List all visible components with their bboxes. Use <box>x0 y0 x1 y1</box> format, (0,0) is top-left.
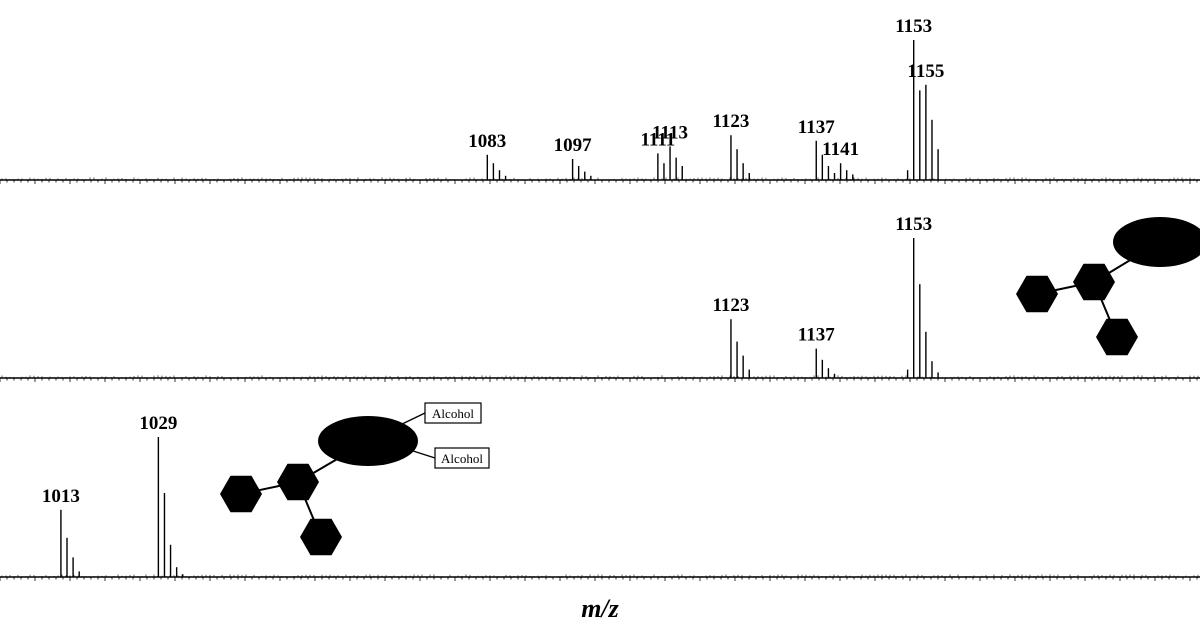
peak-label: 1113 <box>652 122 688 143</box>
alcohol-box <box>434 447 490 469</box>
core-ellipse <box>1113 217 1200 267</box>
alcohol-linker <box>409 449 436 459</box>
peak-label: 1137 <box>798 325 835 346</box>
peak-label: 1097 <box>554 135 593 156</box>
alcohol-box <box>424 402 482 424</box>
hexose-hexagon <box>220 475 262 513</box>
alcohol-label: Alcohol <box>441 451 483 466</box>
peak-label: 1123 <box>712 111 749 132</box>
peak-label: 1123 <box>712 295 749 316</box>
alcohol-label: Alcohol <box>432 406 474 421</box>
peak-label: 1153 <box>895 214 932 235</box>
hexose-hexagon <box>1016 275 1058 313</box>
spectrum-panel-middle: 1123 1137 1153 <box>0 214 1200 382</box>
peak-label: 1141 <box>822 139 859 160</box>
peak-label: 1083 <box>468 131 506 152</box>
peak-label: 1137 <box>798 117 835 138</box>
hexose-hexagon <box>277 463 319 501</box>
peak-label: 1155 <box>907 61 944 82</box>
hexose-hexagon <box>1096 318 1138 356</box>
hexose-hexagon <box>1073 263 1115 301</box>
spectrum-panel-bottom: 1013 1029 <box>0 413 1200 581</box>
core-ellipse <box>318 416 418 466</box>
peak-label: 1029 <box>139 413 177 434</box>
peak-label: 1153 <box>895 16 932 37</box>
peak-label: 1013 <box>42 486 80 507</box>
glycan-structure-middle <box>1016 217 1200 356</box>
hexose-hexagon <box>300 518 342 556</box>
x-axis-label: m/z <box>581 594 619 623</box>
alcohol-linker <box>397 412 426 427</box>
peak-label: 1111 <box>640 129 675 150</box>
